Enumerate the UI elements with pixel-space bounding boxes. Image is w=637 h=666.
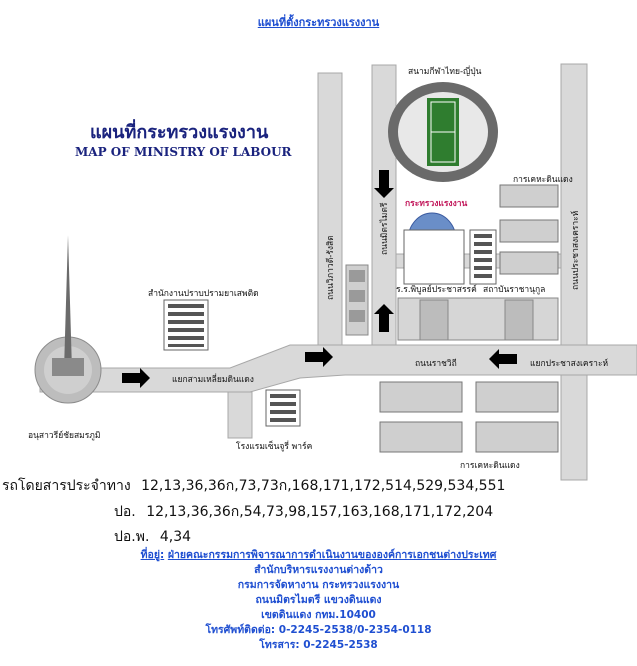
- address-line-5: เขตดินแดง กทม.10400: [261, 609, 376, 621]
- arrow-right-icon: [122, 368, 150, 388]
- address-label: ที่อยู่:: [140, 549, 165, 561]
- stadium-icon: [388, 82, 498, 182]
- arrow-up-icon: [374, 304, 394, 332]
- bus-lines: 12,13,36,36ก,73,73ก,168,171,172,514,529,…: [141, 478, 506, 494]
- arrow-down-icon: [374, 170, 394, 198]
- road-pracha-lower: [560, 374, 588, 481]
- map-title-en: MAP OF MINISTRY OF LABOUR: [75, 145, 293, 159]
- road-spur: [227, 391, 253, 439]
- address-phone: โทรศัพท์ติดต่อ: 0-2245-2538/0-2354-0118: [205, 624, 432, 636]
- map-title-th: แผนที่กระทรวงแรงงาน: [90, 119, 269, 143]
- label-institute: สถาบันราชานุกูล: [483, 285, 545, 295]
- label-road-mitmaitri: ถนนมิตรไมตรี: [379, 202, 390, 255]
- label-flats-top: การเคหะดินแดง: [513, 175, 573, 185]
- label-monument: อนุสาวรีย์ชัยสมรภูมิ: [28, 430, 101, 441]
- label-ministry: กระทรวงแรงงาน: [405, 199, 467, 209]
- address-line-3: กรมการจัดหางาน กระทรวงแรงงาน: [237, 579, 400, 591]
- address-line-4: ถนนมิตรไมตรี แขวงดินแดง: [255, 594, 382, 606]
- ministry-map: แผนที่กระทรวงแรงงาน MAP OF MINISTRY OF L…: [28, 63, 637, 481]
- label-road-pracha: ถนนประชาสงเคราะห์: [570, 211, 581, 290]
- road-pracha: [560, 63, 588, 346]
- address-block: ที่อยู่: ฝ่ายคณะกรรมการพิจารณาการดำเนินง…: [0, 548, 637, 653]
- ac-lines: 12,13,36,36ก,54,73,98,157,163,168,171,17…: [146, 504, 494, 520]
- address-line-2: สำนักบริหารแรงงานต่างด้าว: [254, 564, 383, 576]
- arrow-left-icon: [489, 349, 517, 369]
- label-intersection-samliam: แยกสามเหลี่ยมดินแดง: [172, 373, 254, 385]
- buildings: [163, 184, 559, 453]
- bus-label: รถโดยสารประจำทาง: [2, 478, 131, 494]
- label-road-vibhavadi: ถนนวิภาวดี-รังสิต: [325, 235, 336, 300]
- label-intersection-pracha: แยกประชาสงเคราะห์: [530, 358, 608, 369]
- label-stadium: สนามกีฬาไทย-ญี่ปุ่น: [408, 65, 482, 77]
- ap-label: ปอ.พ.: [114, 529, 150, 545]
- label-hotel: โรงแรมเซ็นจูรี่ พาร์ค: [236, 440, 312, 452]
- label-narcotics: สำนักงานปราบปรามยาเสพติด: [148, 289, 259, 299]
- address-fax: โทรสาร: 0-2245-2538: [259, 639, 378, 651]
- monument-icon: [34, 235, 102, 404]
- arrow-right-icon: [305, 347, 333, 367]
- address-line-1[interactable]: ฝ่ายคณะกรรมการพิจารณาการดำเนินงานขององค์…: [167, 549, 497, 561]
- road-vibhavadi: [317, 72, 343, 346]
- top-map-link[interactable]: แผนที่ตั้งกระทรวงแรงงาน: [257, 16, 380, 29]
- road-main: [39, 344, 637, 393]
- ap-lines: 4,34: [159, 529, 192, 545]
- ac-label: ปอ.: [114, 504, 136, 520]
- roads: [39, 63, 637, 481]
- direction-arrows: [122, 170, 517, 388]
- label-flats-bottom: การเคหะดินแดง: [460, 461, 520, 471]
- label-road-rajavithi: ถนนราชวิถี: [415, 358, 457, 369]
- label-school: ร.ร.พิบูลย์ประชาสรรค์: [396, 284, 477, 295]
